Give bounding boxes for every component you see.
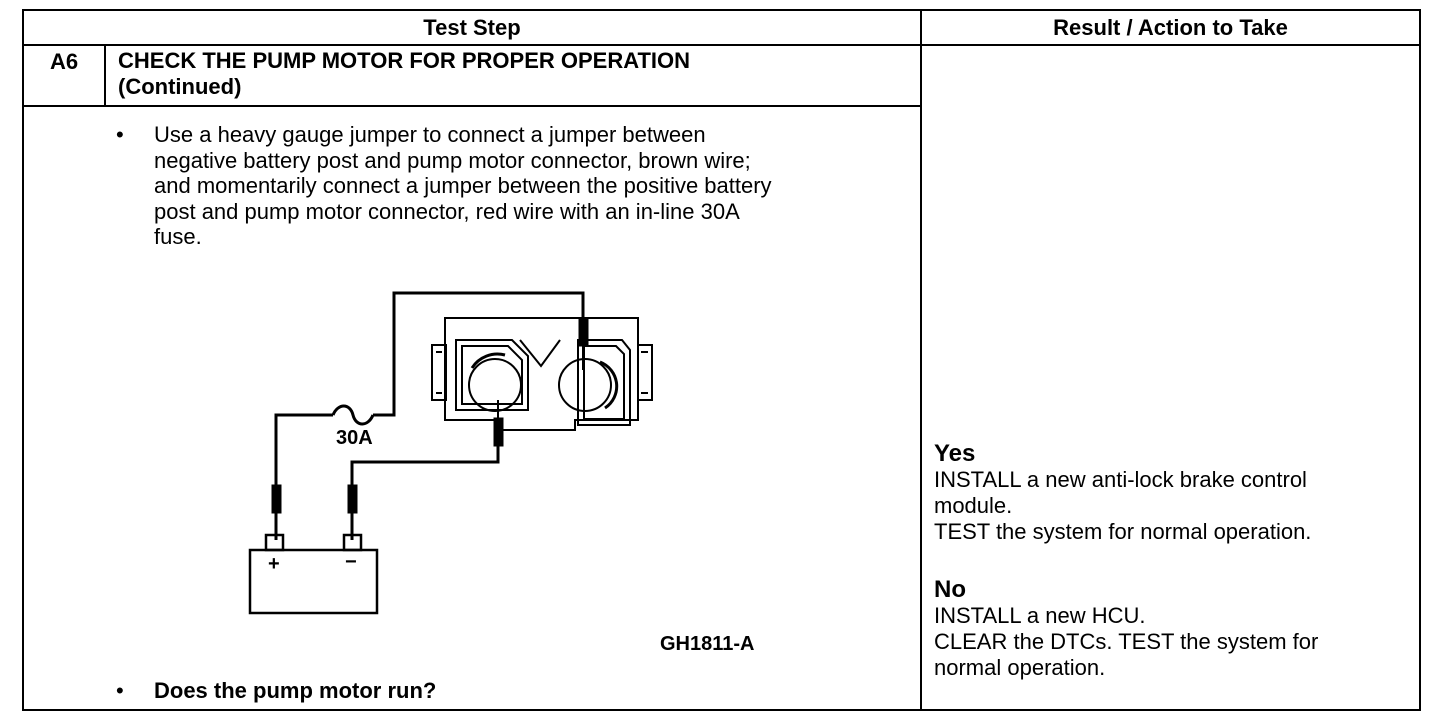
instruction-line: and momentarily connect a jumper between…	[154, 173, 772, 198]
result-yes: Yes INSTALL a new anti-lock brake contro…	[934, 441, 1404, 545]
instruction-line: negative battery post and pump motor con…	[154, 147, 751, 173]
result-yes-heading: Yes	[934, 440, 976, 467]
instruction-text: Use a heavy gauge jumper to connect a ju…	[154, 122, 904, 250]
question-bullet: •	[116, 678, 124, 703]
result-no-line: normal operation.	[934, 655, 1106, 680]
result-no: No INSTALL a new HCU. CLEAR the DTCs. TE…	[934, 577, 1404, 681]
column-divider	[920, 9, 922, 711]
result-yes-line: TEST the system for normal operation.	[934, 519, 1312, 544]
step-title-line1: CHECK THE PUMP MOTOR FOR PROPER OPERATIO…	[118, 48, 691, 73]
fuse-symbol	[331, 404, 375, 426]
figure-id: GH1811-A	[660, 633, 755, 655]
positive-jumper-wire	[350, 418, 500, 540]
fuse-label: 30A	[336, 427, 373, 449]
pump-motor-connector	[431, 317, 653, 431]
battery-negative-label: −	[345, 551, 357, 573]
probe-terminals	[271, 317, 589, 514]
instruction-line: post and pump motor connector, red wire …	[154, 198, 740, 224]
step-id: A6	[49, 49, 79, 74]
result-yes-line: module.	[934, 493, 1013, 518]
result-header: Result / Action to Take	[1053, 14, 1288, 40]
step-title-divider	[22, 105, 921, 107]
instruction-bullet: •	[116, 122, 124, 147]
test-step-header: Test Step	[423, 14, 521, 40]
result-no-line: INSTALL a new HCU.	[934, 603, 1146, 628]
header-divider	[22, 44, 1421, 46]
wiring-diagram: 30A + −	[248, 291, 653, 615]
result-yes-line: INSTALL a new anti-lock brake control	[934, 467, 1307, 492]
result-no-heading: No	[934, 576, 966, 603]
table-frame	[22, 9, 1421, 711]
step-title: CHECK THE PUMP MOTOR FOR PROPER OPERATIO…	[118, 48, 908, 100]
instruction-line: Use a heavy gauge jumper to connect a ju…	[154, 122, 706, 147]
question-text: Does the pump motor run?	[154, 678, 437, 703]
battery-positive-label: +	[268, 553, 280, 575]
result-no-line: CLEAR the DTCs. TEST the system for	[934, 629, 1319, 654]
step-title-line2: (Continued)	[118, 74, 242, 99]
negative-jumper-wire	[274, 413, 333, 540]
instruction-line: fuse.	[154, 224, 202, 249]
step-id-divider	[104, 46, 106, 106]
